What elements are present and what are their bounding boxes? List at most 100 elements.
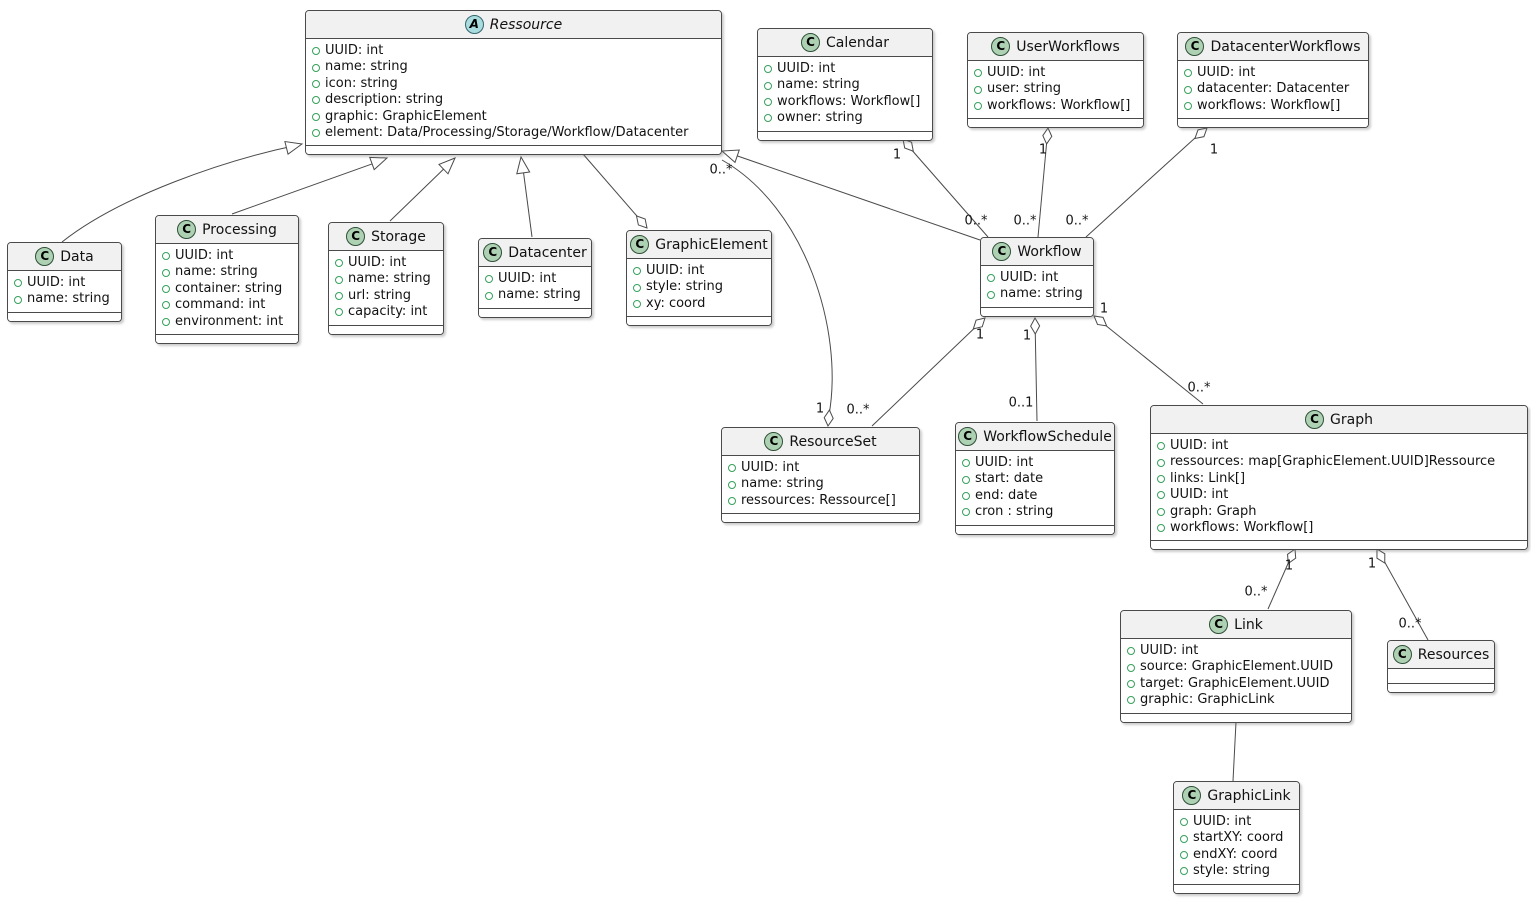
- attribute-text: user: string: [987, 81, 1061, 97]
- attribute-text: workflows: Workflow[]: [1197, 97, 1341, 113]
- class-spot-icon: C: [801, 33, 821, 52]
- edge-workflow-extends-ressource: [725, 151, 981, 241]
- class-spot-icon: C: [958, 427, 978, 446]
- class-spot-icon: C: [630, 235, 650, 254]
- class-spot-icon: C: [1182, 786, 1202, 805]
- attribute-row: endXY: coord: [1180, 847, 1293, 863]
- field-visibility-icon: [1180, 867, 1188, 876]
- multiplicity-label: 0..*: [964, 213, 988, 229]
- field-visibility-icon: [14, 279, 22, 288]
- attribute-text: graph: Graph: [1170, 503, 1257, 519]
- attribute-text: capacity: int: [348, 304, 428, 320]
- attribute-row: UUID: int: [335, 255, 437, 271]
- attribute-row: graphic: GraphicLink: [1127, 692, 1345, 708]
- multiplicity-label: 0..1: [1008, 395, 1034, 411]
- class-name: Link: [1234, 616, 1263, 633]
- attribute-text: UUID: int: [1140, 643, 1199, 658]
- class-spot-icon: C: [35, 247, 55, 266]
- field-visibility-icon: [1184, 69, 1192, 78]
- class-name: Datacenter: [508, 244, 587, 261]
- attribute-row: container: string: [162, 281, 292, 297]
- field-visibility-icon: [1127, 680, 1135, 689]
- field-visibility-icon: [312, 47, 320, 56]
- methods-compartment: [306, 146, 721, 155]
- attribute-row: icon: string: [312, 76, 715, 92]
- aggregation-diamond-icon: [635, 215, 648, 229]
- attribute-text: target: GraphicElement.UUID: [1140, 675, 1330, 691]
- field-visibility-icon: [728, 464, 736, 473]
- attribute-text: workflows: Workflow[]: [777, 93, 921, 109]
- attribute-row: UUID: int: [485, 271, 585, 287]
- attribute-row: UUID: int: [14, 275, 115, 291]
- attribute-row: name: string: [485, 287, 585, 303]
- field-visibility-icon: [1180, 851, 1188, 860]
- attribute-row: datacenter: Datacenter: [1184, 81, 1362, 97]
- field-visibility-icon: [728, 497, 736, 506]
- attribute-text: graphic: GraphicElement: [325, 108, 487, 124]
- attribute-text: environment: int: [175, 313, 284, 329]
- attribute-row: workflows: Workflow[]: [1184, 98, 1362, 114]
- methods-compartment: [981, 307, 1093, 316]
- multiplicity-label: 1: [1099, 301, 1109, 317]
- attribute-text: workflows: Workflow[]: [1170, 520, 1314, 536]
- attribute-row: UUID: int: [987, 270, 1087, 286]
- attribute-row: name: string: [764, 77, 926, 93]
- attribute-row: end: date: [962, 488, 1108, 504]
- methods-compartment: [479, 308, 591, 317]
- field-visibility-icon: [335, 308, 343, 317]
- attribute-text: graphic: GraphicLink: [1140, 692, 1275, 708]
- generalization-arrow-icon: [284, 140, 304, 156]
- class-name: ResourceSet: [789, 433, 877, 450]
- attribute-row: workflows: Workflow[]: [764, 94, 926, 110]
- multiplicity-label: 1: [815, 401, 825, 417]
- class-name: GraphicElement: [655, 236, 768, 253]
- edge-datacenter-extends-ressource: [521, 160, 533, 238]
- attribute-row: cron : string: [962, 504, 1108, 520]
- attribute-text: element: Data/Processing/Storage/Workflo…: [325, 125, 689, 141]
- field-visibility-icon: [764, 81, 772, 90]
- multiplicity-label: 0..*: [1187, 380, 1211, 396]
- field-visibility-icon: [485, 291, 493, 300]
- edge-ressource-graphic-graphicelement: [582, 153, 644, 224]
- field-visibility-icon: [633, 283, 641, 292]
- class-name: UserWorkflows: [1016, 38, 1120, 55]
- attribute-text: UUID: int: [1197, 65, 1256, 80]
- field-visibility-icon: [485, 275, 493, 284]
- attribute-text: name: string: [348, 271, 431, 287]
- class-spot-icon: C: [1392, 645, 1412, 664]
- attribute-text: UUID: int: [325, 43, 384, 58]
- attribute-text: UUID: int: [1000, 270, 1059, 285]
- attribute-text: name: string: [325, 59, 408, 75]
- attribute-text: style: string: [646, 279, 724, 295]
- attribute-row: style: string: [633, 279, 765, 295]
- attribute-text: UUID: int: [987, 65, 1046, 80]
- field-visibility-icon: [312, 63, 320, 72]
- class-spot-icon: C: [1209, 615, 1229, 634]
- attribute-row: graphic: GraphicElement: [312, 109, 715, 125]
- multiplicity-label: 0..*: [1244, 584, 1268, 600]
- attribute-text: owner: string: [777, 110, 863, 126]
- attribute-text: name: string: [498, 287, 581, 303]
- attribute-row: UUID: int: [1157, 487, 1521, 503]
- attribute-row: target: GraphicElement.UUID: [1127, 676, 1345, 692]
- methods-compartment: [8, 312, 121, 321]
- class-name: Graph: [1330, 411, 1373, 428]
- edge-processing-extends-ressource: [231, 159, 384, 215]
- class-spot-icon: C: [991, 37, 1011, 56]
- field-visibility-icon: [312, 80, 320, 89]
- attribute-row: url: string: [335, 288, 437, 304]
